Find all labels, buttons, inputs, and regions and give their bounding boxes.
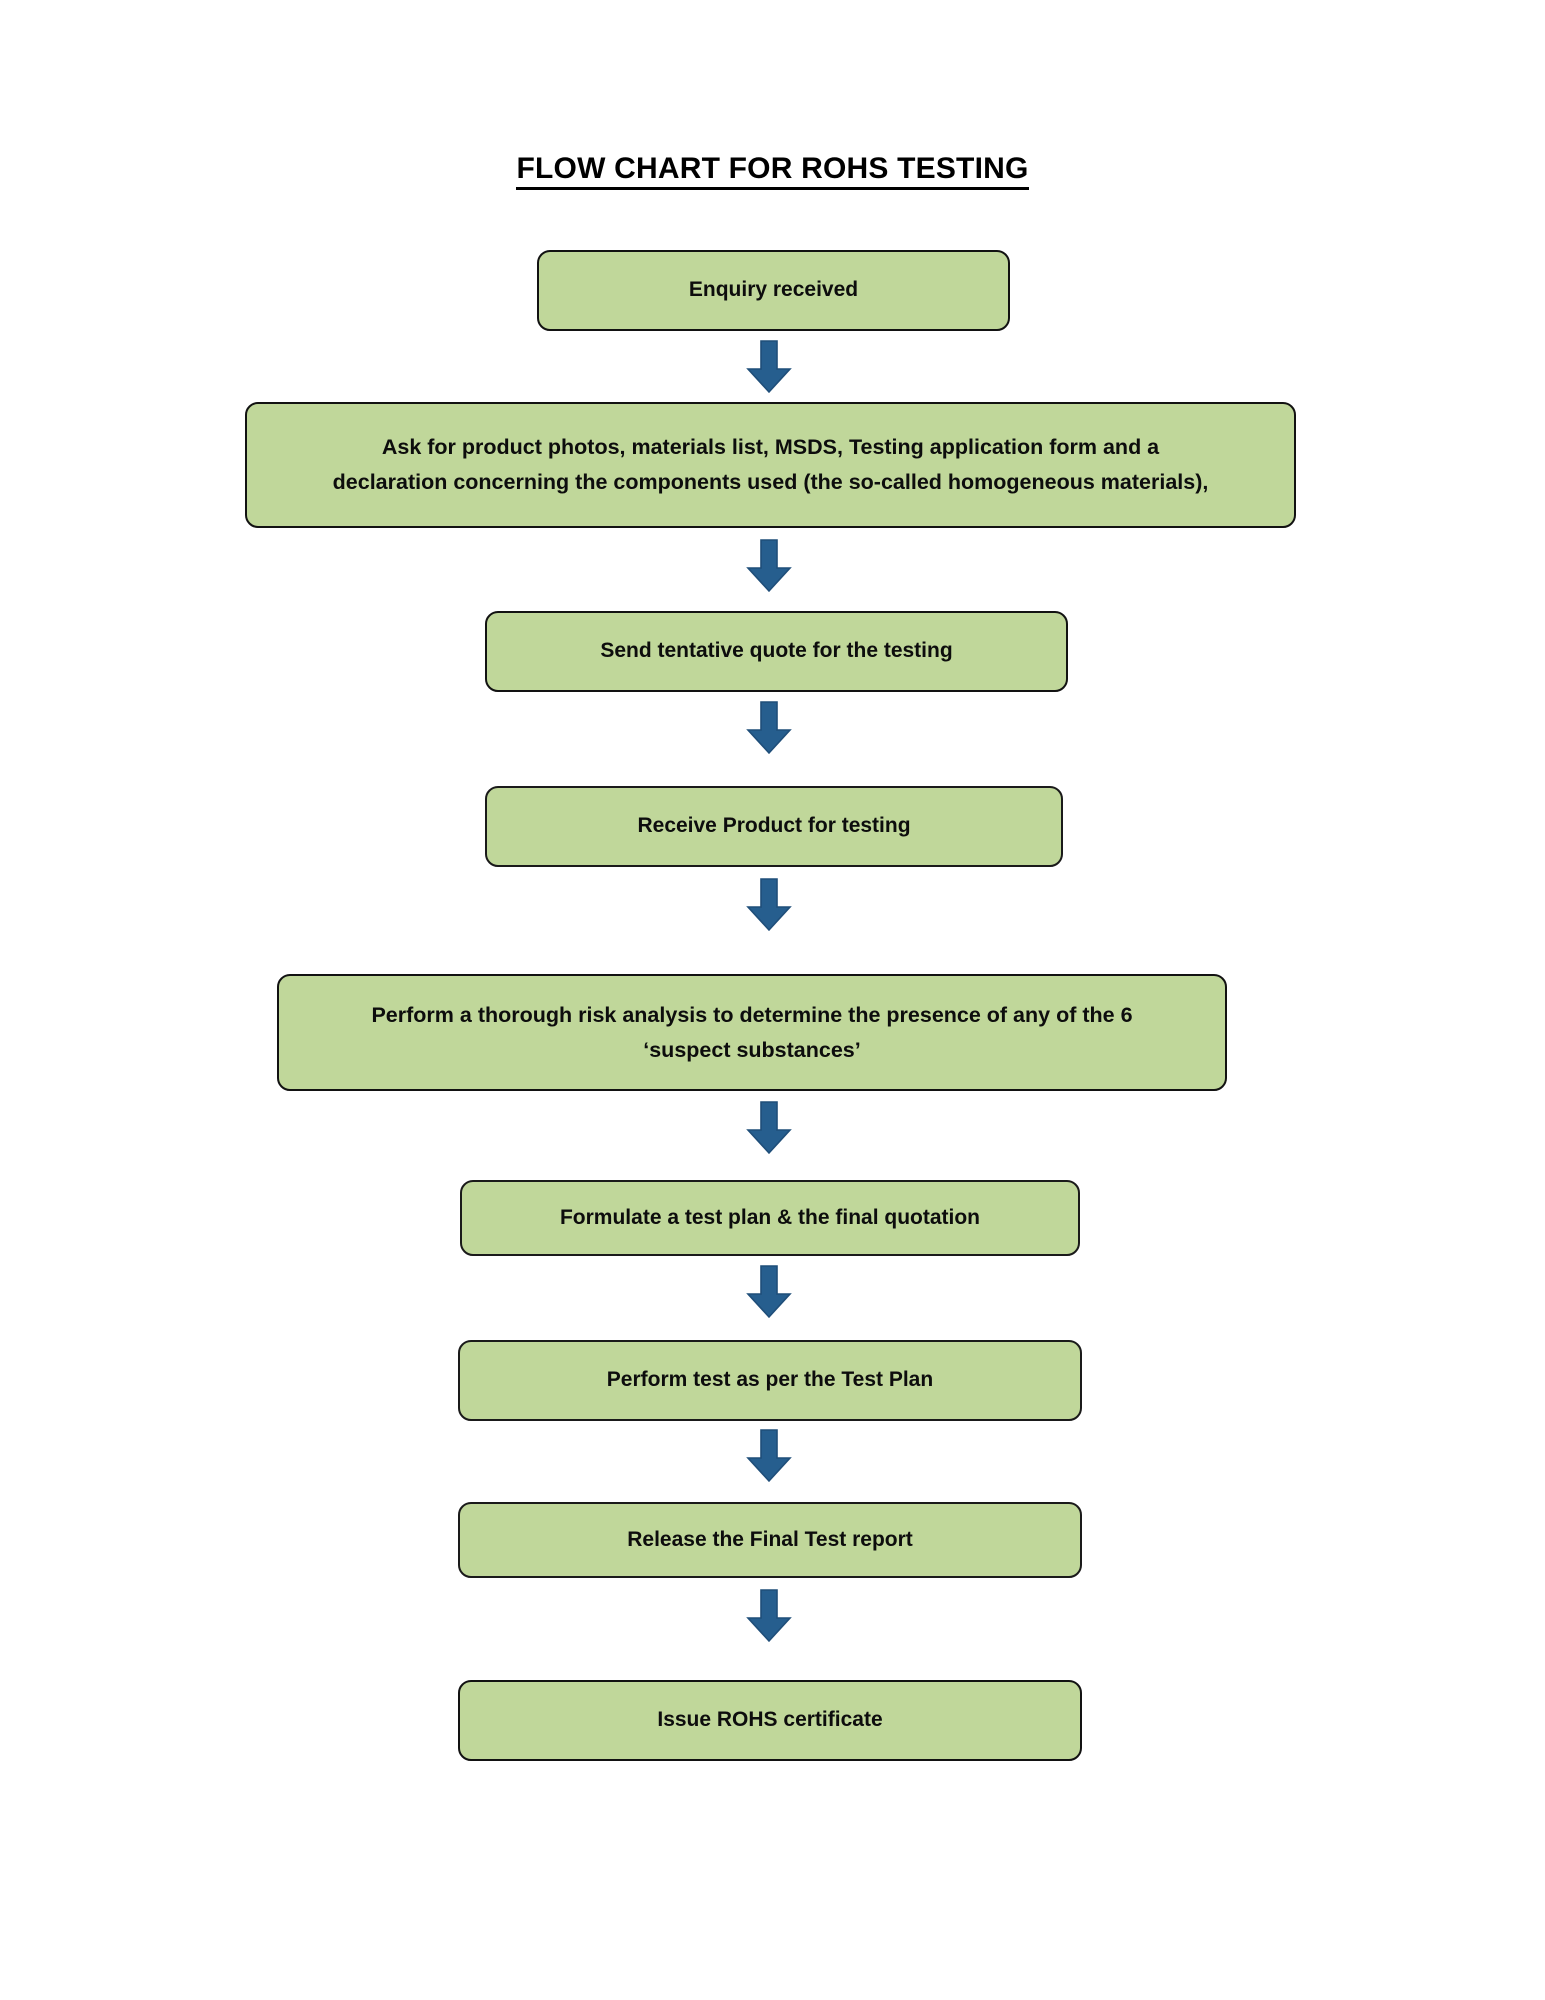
flow-node-receive-product[interactable]: Receive Product for testing xyxy=(485,786,1063,867)
flow-node-label: Release the Final Test report xyxy=(627,1527,913,1551)
flow-node-label: Enquiry received xyxy=(688,278,859,302)
down-arrow-icon xyxy=(746,700,792,756)
flow-node-enquiry-received[interactable]: Enquiry received xyxy=(537,250,1010,331)
down-arrow-icon xyxy=(746,538,792,594)
down-arrow-icon xyxy=(746,1588,792,1644)
flow-node-label: Ask for product photos, materials list, … xyxy=(263,430,1278,500)
flow-node-perform-test[interactable]: Perform test as per the Test Plan xyxy=(458,1340,1082,1421)
flow-node-label-line2: ‘suspect substances’ xyxy=(643,1037,861,1062)
page-title-text: FLOW CHART FOR ROHS TESTING xyxy=(516,152,1029,190)
down-arrow-icon xyxy=(746,1100,792,1156)
flow-node-label: Receive Product for testing xyxy=(637,814,911,838)
down-arrow-icon xyxy=(746,1264,792,1320)
flow-node-label: Issue ROHS certificate xyxy=(657,1708,883,1732)
down-arrow-icon xyxy=(746,339,792,395)
flow-node-formulate-test-plan[interactable]: Formulate a test plan & the final quotat… xyxy=(460,1180,1080,1256)
flow-node-label-line1: Ask for product photos, materials list, … xyxy=(381,435,1160,460)
flow-node-label: Send tentative quote for the testing xyxy=(600,639,953,663)
flow-node-label: Perform a thorough risk analysis to dete… xyxy=(295,998,1209,1068)
flow-node-risk-analysis[interactable]: Perform a thorough risk analysis to dete… xyxy=(277,974,1227,1091)
flow-node-label: Formulate a test plan & the final quotat… xyxy=(559,1205,981,1229)
page-title: FLOW CHART FOR ROHS TESTING xyxy=(0,152,1545,190)
flow-node-label-line1: Perform a thorough risk analysis to dete… xyxy=(371,1002,1133,1027)
flow-node-send-tentative-quote[interactable]: Send tentative quote for the testing xyxy=(485,611,1068,692)
flow-node-issue-rohs-certificate[interactable]: Issue ROHS certificate xyxy=(458,1680,1082,1761)
down-arrow-icon xyxy=(746,877,792,933)
flow-node-label-line2: declaration concerning the components us… xyxy=(332,470,1209,494)
flow-node-ask-documents[interactable]: Ask for product photos, materials list, … xyxy=(245,402,1296,528)
flow-node-label: Perform test as per the Test Plan xyxy=(606,1368,934,1392)
flow-node-release-final-report[interactable]: Release the Final Test report xyxy=(458,1502,1082,1578)
down-arrow-icon xyxy=(746,1428,792,1484)
